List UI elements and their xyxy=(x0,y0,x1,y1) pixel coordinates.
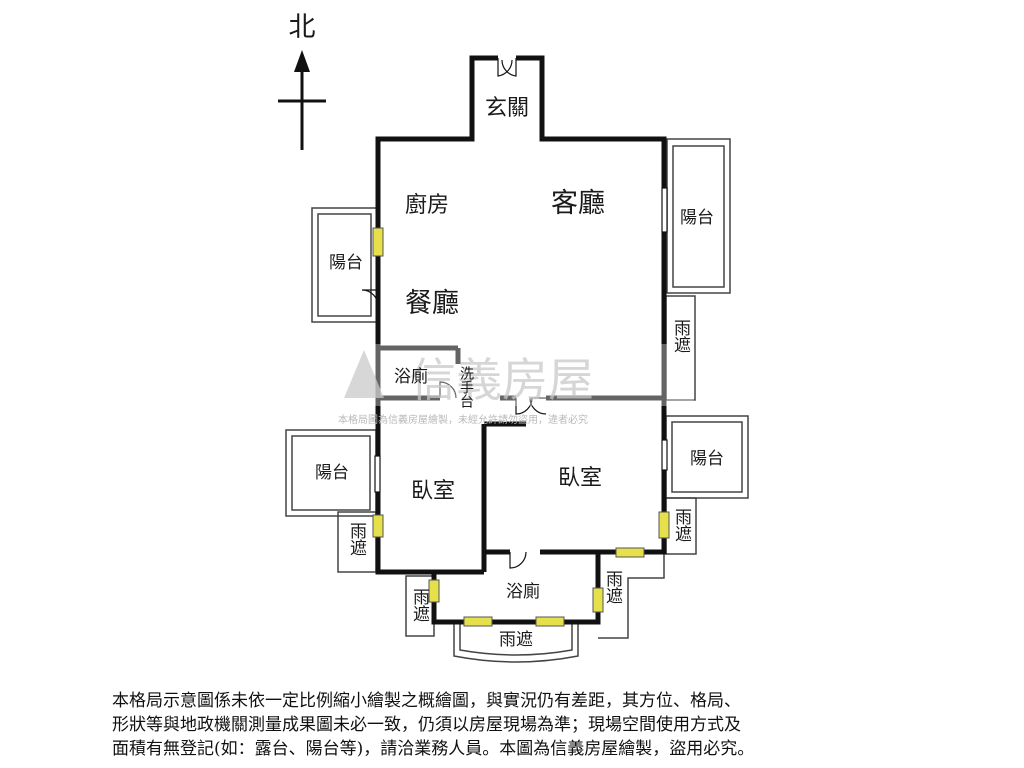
balcony-east-sliding-door-icon xyxy=(661,187,668,233)
bedroom-right-label: 臥室 xyxy=(558,466,602,491)
compass-arrow-icon xyxy=(294,50,310,72)
rain-shelter-bottom-outline xyxy=(453,622,579,663)
room-labels: 玄關 廚房 客廳 餐廳 陽台 陽台 陽台 陽台 雨遮 雨遮 雨遮 雨遮 雨遮 雨… xyxy=(315,96,724,650)
watermark-backdrop xyxy=(334,344,694,406)
room-dining-room-label: 餐廳 xyxy=(405,288,459,319)
window-icon xyxy=(615,547,645,558)
disclaimer-text: 本格局示意圖係未依一定比例縮小繪製之概繪圖，與實況仍有差距，其方位、格局、 形狀… xyxy=(112,689,912,761)
compass-north-label: 北 xyxy=(289,12,316,43)
rain-shelter-east-upper-label: 雨遮 xyxy=(670,319,691,353)
outer-wall xyxy=(375,55,667,625)
watermark-brand: 信義房屋 xyxy=(410,353,594,407)
disclaimer-line: 形狀等與地政機關測量成果圖未必一致，仍須以房屋現場為準；現場空間使用方式及 xyxy=(112,715,741,735)
bathroom-lower-label: 浴廁 xyxy=(506,581,540,602)
window-icon xyxy=(535,616,565,627)
watermark: 信義房屋 本格局圖為信義房屋繪製，未經允許請勿盜用，違者必究 xyxy=(334,344,694,426)
rain-shelter-west-lower-label: 雨遮 xyxy=(346,522,367,556)
window-icon xyxy=(372,514,384,538)
balcony-sw-inner xyxy=(291,435,371,511)
floor-plan: 北 xyxy=(278,12,749,663)
disclaimer-line: 面積有無登記(如：露台、陽台等)，請洽業務人員。本圖為信義房屋繪製，盜用必究。 xyxy=(112,739,755,759)
window-icon xyxy=(428,579,440,603)
window-icon xyxy=(658,511,670,539)
washbasin-label: 洗手台 xyxy=(458,366,474,408)
window-icon xyxy=(372,227,384,257)
entrance-door-swing-icon xyxy=(501,58,517,77)
balcony-west-door-icon xyxy=(361,289,379,307)
rain-shelter-east-lower-label: 雨遮 xyxy=(671,508,692,542)
doors xyxy=(361,58,668,569)
north-compass: 北 xyxy=(278,12,326,150)
balcony-se-sliding-door-icon xyxy=(661,439,668,471)
bedroom-left-label: 臥室 xyxy=(411,479,455,504)
balcony-sw-sliding-door-icon xyxy=(374,455,381,493)
bedroom-right-door-icon xyxy=(529,397,547,415)
main-walls xyxy=(375,55,667,625)
balcony-west-inner xyxy=(317,213,372,317)
room-entrance-label: 玄關 xyxy=(485,96,529,121)
watermark-logo-icon xyxy=(344,350,384,398)
balcony-sw-label: 陽台 xyxy=(315,463,349,483)
rain-shelter-bottom-left-label: 雨遮 xyxy=(409,588,430,622)
balcony-se-inner xyxy=(671,421,743,493)
room-living-room-label: 客廳 xyxy=(551,188,605,219)
bath-lower-door-icon xyxy=(509,551,527,569)
balcony-se-label: 陽台 xyxy=(690,449,724,469)
disclaimer-line: 本格局示意圖係未依一定比例縮小繪製之概繪圖，與實況仍有差距，其方位、格局、 xyxy=(112,691,741,711)
room-kitchen-label: 廚房 xyxy=(405,193,449,218)
window-icon xyxy=(592,587,604,613)
window-icon xyxy=(463,616,493,627)
rain-shelter-bottom-right-label: 雨遮 xyxy=(602,570,623,604)
balcony-east-inner xyxy=(672,145,725,288)
windows xyxy=(372,227,670,627)
bathroom-upper-label: 浴廁 xyxy=(394,366,428,387)
bath-upper-door-icon xyxy=(439,381,457,399)
watermark-notice: 本格局圖為信義房屋繪製，未經允許請勿盜用，違者必究 xyxy=(338,413,588,426)
balcony-east-label: 陽台 xyxy=(680,208,714,228)
rain-shelter-bottom-label: 雨遮 xyxy=(499,630,533,650)
bedroom-left-door-icon xyxy=(515,397,533,415)
rain-shelter-bottom-inner xyxy=(459,622,573,656)
balcony-west-label: 陽台 xyxy=(329,253,363,273)
